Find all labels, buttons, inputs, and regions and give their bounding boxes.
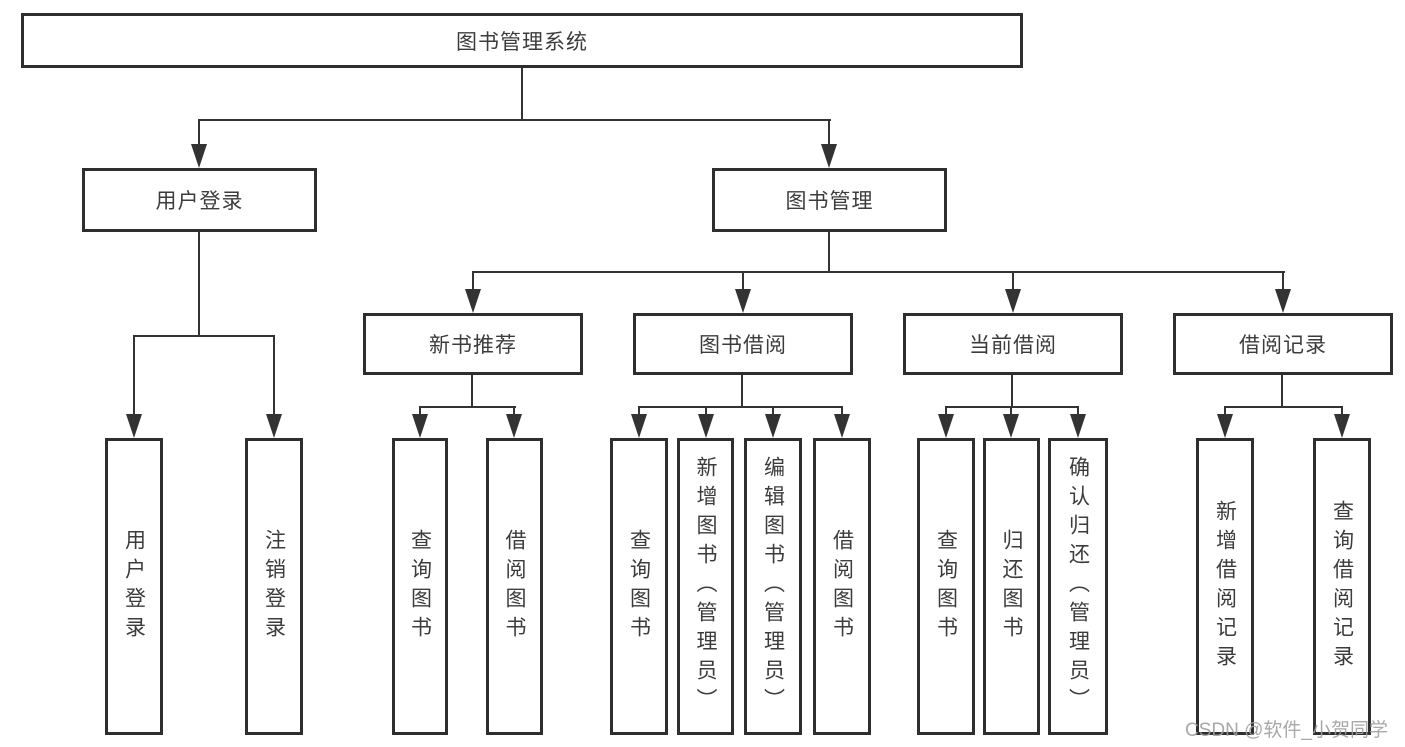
node-new-book-recommend: 新书推荐: [363, 313, 583, 375]
arrowhead-down-icon: [1217, 414, 1233, 438]
leaf-add-borrow-record: 新增借阅记录: [1196, 438, 1254, 735]
arrowhead-down-icon: [1005, 289, 1021, 313]
leaf-add-book-admin: 新增图书（管理员）: [677, 438, 734, 735]
node-label: 新增借阅记录: [1213, 499, 1237, 674]
connector-line: [1281, 375, 1283, 407]
leaf-query-books-borrowing: 查询图书: [610, 438, 668, 735]
arrowhead-down-icon: [1070, 414, 1086, 438]
arrowhead-down-icon: [938, 414, 954, 438]
connector-line: [705, 406, 707, 418]
node-label: 用户登录: [155, 190, 244, 213]
leaf-confirm-return-admin: 确认归还（管理员）: [1048, 438, 1108, 735]
connector-line: [741, 375, 743, 407]
connector-line: [828, 232, 830, 273]
arrowhead-down-icon: [465, 289, 481, 313]
connector-line: [1341, 406, 1343, 418]
node-label: 新书推荐: [429, 334, 517, 357]
arrowhead-down-icon: [735, 289, 751, 313]
connector-line: [1011, 375, 1013, 407]
leaf-borrow-books: 借阅图书: [813, 438, 871, 735]
node-label: 查询图书: [934, 528, 958, 645]
node-label: 图书管理系统: [456, 30, 588, 54]
node-label: 归还图书: [1000, 528, 1024, 645]
arrowhead-down-icon: [1003, 414, 1019, 438]
node-label: 新增图书（管理员）: [694, 456, 718, 717]
node-label: 图书管理: [785, 190, 874, 213]
connector-line: [1224, 406, 1343, 408]
connector-line: [772, 406, 774, 418]
leaf-query-borrow-record: 查询借阅记录: [1313, 438, 1371, 735]
connector-line: [1010, 406, 1012, 418]
connector-line: [828, 119, 830, 147]
connector-line: [742, 271, 744, 291]
connector-line: [419, 406, 516, 408]
connector-line: [521, 68, 523, 120]
connector-line: [638, 406, 843, 408]
watermark: CSDN @软件_小贺同学: [1185, 720, 1388, 741]
connector-line: [1012, 271, 1014, 291]
node-user-login: 用户登录: [82, 168, 317, 232]
connector-line: [133, 335, 275, 337]
connector-line: [1282, 271, 1284, 291]
leaf-borrow-books-recommend: 借阅图书: [486, 438, 543, 735]
node-label: 当前借阅: [969, 334, 1057, 357]
connector-line: [273, 335, 275, 416]
connector-line: [472, 271, 474, 291]
arrowhead-down-icon: [266, 414, 282, 438]
connector-line: [945, 406, 1079, 408]
leaf-edit-book-admin: 编辑图书（管理员）: [744, 438, 802, 735]
node-label: 查询图书: [408, 528, 432, 645]
leaf-query-books-recommend: 查询图书: [392, 438, 448, 735]
leaf-user-login: 用户登录: [105, 438, 163, 735]
node-label: 用户登录: [122, 528, 146, 645]
node-label: 借阅记录: [1239, 334, 1327, 357]
arrowhead-down-icon: [1275, 289, 1291, 313]
arrowhead-down-icon: [126, 414, 142, 438]
connector-line: [1224, 406, 1226, 418]
node-label: 查询借阅记录: [1330, 499, 1354, 674]
node-label: 借阅图书: [830, 528, 854, 645]
arrowhead-down-icon: [821, 144, 837, 168]
node-label: 确认归还（管理员）: [1066, 456, 1090, 717]
node-label: 查询图书: [627, 528, 651, 645]
connector-line: [198, 119, 200, 147]
arrowhead-down-icon: [506, 414, 522, 438]
arrowhead-down-icon: [191, 144, 207, 168]
connector-line: [198, 119, 831, 121]
arrowhead-down-icon: [834, 414, 850, 438]
arrowhead-down-icon: [412, 414, 428, 438]
leaf-query-books-current: 查询图书: [917, 438, 975, 735]
connector-line: [945, 406, 947, 418]
node-borrowing-records: 借阅记录: [1173, 313, 1393, 375]
connector-line: [471, 375, 473, 407]
node-label: 注销登录: [262, 528, 286, 645]
connector-line: [133, 335, 135, 416]
node-root: 图书管理系统: [21, 13, 1023, 68]
leaf-logout: 注销登录: [245, 438, 303, 735]
arrowhead-down-icon: [765, 414, 781, 438]
arrowhead-down-icon: [631, 414, 647, 438]
connector-line: [1077, 406, 1079, 418]
connector-line: [198, 232, 200, 336]
connector-line: [419, 406, 421, 418]
arrowhead-down-icon: [1334, 414, 1350, 438]
node-book-management: 图书管理: [712, 168, 947, 232]
node-book-borrowing: 图书借阅: [633, 313, 853, 375]
leaf-return-book: 归还图书: [983, 438, 1040, 735]
arrowhead-down-icon: [698, 414, 714, 438]
node-current-borrowing: 当前借阅: [903, 313, 1123, 375]
node-label: 编辑图书（管理员）: [761, 456, 785, 717]
connector-line: [841, 406, 843, 418]
connector-line: [513, 406, 515, 418]
node-label: 借阅图书: [503, 528, 527, 645]
connector-line: [472, 271, 1285, 273]
node-label: 图书借阅: [699, 334, 787, 357]
connector-line: [638, 406, 640, 418]
